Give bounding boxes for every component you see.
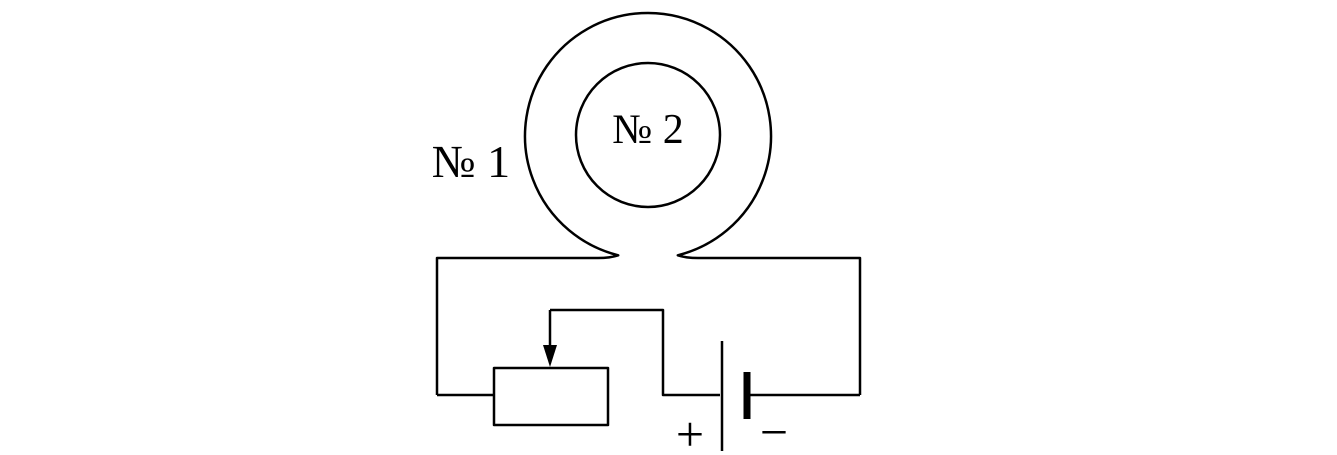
outer-coil-loop [435, 11, 862, 395]
battery-plus-label: + [676, 406, 704, 455]
inner-coil-loop [574, 61, 722, 209]
rheostat-wiper-arrowhead [543, 345, 557, 367]
wire-wiper-to-battery [550, 308, 720, 397]
battery [720, 341, 751, 451]
rheostat-body [492, 366, 610, 427]
coil1-label: № 1 [432, 136, 510, 187]
coil2-label: № 2 [612, 107, 684, 153]
battery-minus-label: − [760, 404, 788, 455]
